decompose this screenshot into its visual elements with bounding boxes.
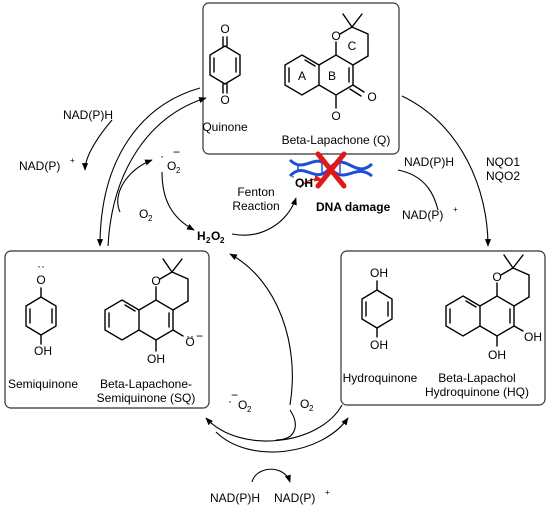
- quinone-structure: O O: [209, 22, 241, 107]
- bl-hq-label-line1: Beta-Lapachol: [438, 371, 515, 385]
- superoxide-bottom: O: [238, 398, 247, 412]
- nadp-right-plus: +: [453, 205, 458, 214]
- bl-hq-label-line2: Hydroquinone (HQ): [425, 385, 529, 399]
- h2o2-o-sub: 2: [220, 236, 225, 245]
- atom-o: O: [185, 335, 194, 349]
- atom-o: O: [367, 90, 376, 104]
- nadph-bottom: NAD(P)H: [210, 491, 260, 505]
- radical-dots: ··: [37, 259, 45, 273]
- o2-left: O: [139, 207, 148, 221]
- arrow-q-to-sq: [96, 87, 201, 247]
- nadp-right: NAD(P): [402, 208, 443, 222]
- superoxide-charge: −: [196, 329, 203, 343]
- atom-oh: OH: [147, 352, 165, 366]
- nadp-top-left: NAD(P): [19, 159, 60, 173]
- bl-sq-label-line1: Beta-Lapachone-: [100, 377, 192, 391]
- atom-o: O: [151, 274, 160, 288]
- arrow-o2-to-superoxide: [117, 159, 153, 213]
- hydroquinone-label: Hydroquinone: [343, 371, 418, 385]
- superoxide-bottom-dot: ·: [228, 394, 232, 408]
- ring-c-label: C: [348, 39, 357, 53]
- o2-bottom-sub: 2: [309, 404, 314, 413]
- atom-o: O: [331, 109, 340, 123]
- superoxide-sub: 2: [176, 166, 181, 175]
- arrow-q-to-hq: [401, 95, 492, 247]
- atom-o: O: [331, 29, 340, 43]
- atom-o: O: [36, 273, 45, 287]
- arrow-bottom-nadph: [251, 468, 291, 483]
- atom-o: O: [220, 22, 229, 36]
- atom-oh: OH: [524, 330, 542, 344]
- beta-lapachone-semiquinone-structure: [104, 258, 189, 352]
- quinone-label: Quinone: [202, 120, 248, 134]
- arrow-h2o2-to-oh: [231, 197, 297, 236]
- superoxide-bottom-sub: 2: [247, 405, 252, 414]
- semiquinone-panel-frame: [4, 250, 210, 409]
- arrow-sq-to-q: [107, 97, 207, 247]
- atom-oh: OH: [34, 344, 52, 358]
- atom-oh: OH: [370, 266, 388, 280]
- nadph-top-left: NAD(P)H: [63, 108, 113, 122]
- beta-lapachone-structure: [284, 13, 369, 109]
- hydroquinone-panel: OH OH Hydroquinone O OH OH Beta-Lapacho: [340, 250, 546, 406]
- h2o2-h: H: [197, 229, 206, 243]
- hydroquinone-structure: OH OH: [361, 266, 393, 352]
- arrow-nadph-right: [397, 169, 439, 211]
- atom-oh: OH: [370, 338, 388, 352]
- atom-oh: OH: [488, 348, 506, 362]
- bl-sq-label-line2: Semiquinone (SQ): [97, 391, 196, 405]
- arrow-bottom-o2: [275, 409, 296, 441]
- nqo2-label: NQO2: [486, 169, 520, 183]
- atom-o: O: [492, 270, 501, 284]
- arrow-nadph-to-nadp: [81, 119, 113, 171]
- nadph-right: NAD(P)H: [404, 155, 454, 169]
- o2-left-sub: 2: [148, 214, 153, 223]
- arrow-hq-to-sq: [205, 404, 343, 442]
- arrow-sq-to-h2o2: [229, 253, 293, 406]
- o2-bottom: O: [300, 397, 309, 411]
- cross-icon: [315, 151, 347, 189]
- radical-dots: ··: [186, 329, 194, 343]
- h2o2-h-sub: 2: [206, 236, 211, 245]
- semiquinone-structure: ·· O OH: [25, 259, 57, 358]
- oh-radical: OH: [295, 176, 313, 190]
- quinone-panel-frame: [202, 2, 400, 155]
- semiquinone-panel: ·· O OH Semiquinone O ·· O −: [4, 250, 210, 409]
- arrow-sq-to-hq: [215, 417, 349, 453]
- nadp-plus: +: [70, 156, 75, 165]
- ring-a-label: A: [298, 69, 306, 83]
- superoxide-dot: ·: [160, 149, 164, 163]
- beta-lapachol-hydroquinone-structure: [445, 254, 530, 347]
- oh-radical-dot: ·: [291, 169, 295, 183]
- nadp-bottom: NAD(P): [274, 491, 315, 505]
- h2o2-o: O: [211, 229, 220, 243]
- semiquinone-label: Semiquinone: [8, 377, 78, 391]
- ring-b-label: B: [328, 69, 336, 83]
- dna-damage-label: DNA damage: [316, 200, 391, 214]
- superoxide-bottom-charge: −: [231, 388, 238, 402]
- hydroquinone-panel-frame: [340, 250, 546, 406]
- fenton-line1: Fenton: [237, 185, 274, 199]
- superoxide-top: O: [167, 159, 176, 173]
- atom-o: O: [220, 93, 229, 107]
- fenton-line2: Reaction: [232, 199, 279, 213]
- nadp-bottom-plus: +: [325, 488, 330, 497]
- superoxide-charge: −: [173, 145, 180, 159]
- arrow-superoxide-to-h2o2: [161, 171, 195, 231]
- beta-lapachone-label: Beta-Lapachone (Q): [282, 133, 391, 147]
- nqo1-label: NQO1: [486, 155, 520, 169]
- quinone-panel: O O Quinone O O O: [202, 2, 400, 155]
